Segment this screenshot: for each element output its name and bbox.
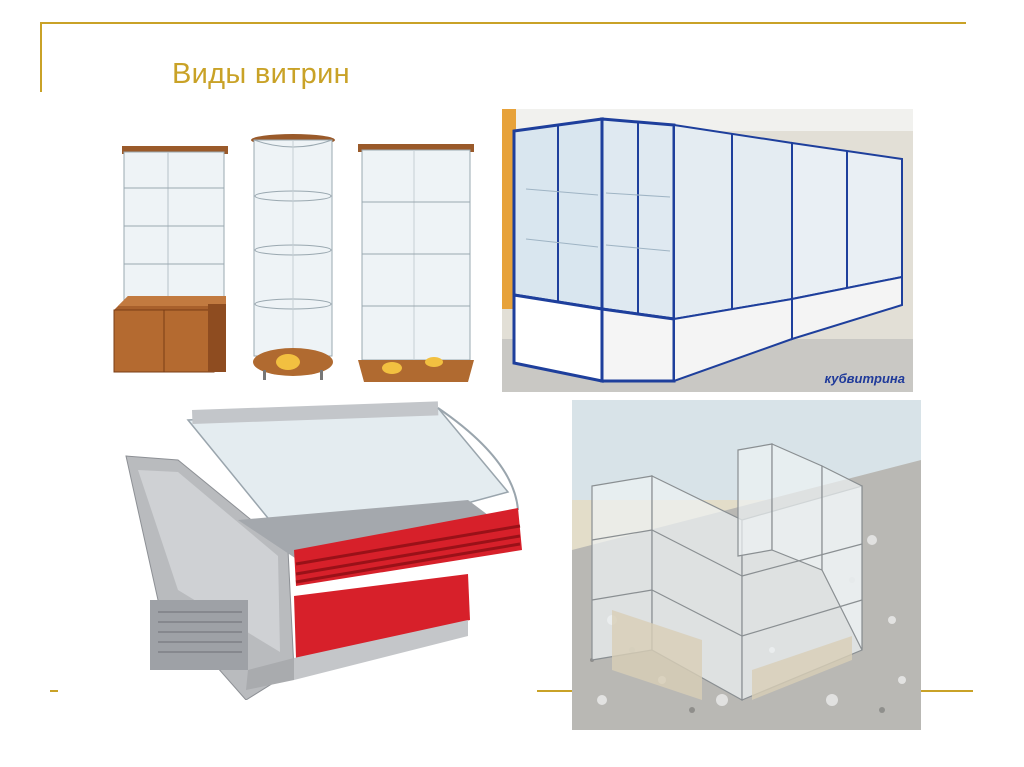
cabinet-square xyxy=(113,146,228,373)
vent-grille xyxy=(150,600,248,670)
image-watermark-caption: кубвитрина xyxy=(824,371,905,386)
cabinet-round xyxy=(251,134,335,380)
refrigerated-display-case-image xyxy=(118,400,533,700)
bottom-right-rule xyxy=(921,690,973,692)
front-module xyxy=(512,117,676,383)
glass-counter-module-image xyxy=(572,400,921,730)
cabinet-tall xyxy=(358,144,474,382)
bottom-left-tick xyxy=(50,690,58,692)
bottom-mid-rule xyxy=(537,690,573,692)
top-rule xyxy=(40,22,966,24)
left-rule xyxy=(40,22,42,92)
glass-showcase-cabinets-image xyxy=(108,130,488,392)
shop-showcase-installation-image: кубвитрина xyxy=(502,109,913,392)
red-front-panel xyxy=(294,508,522,586)
page-title: Виды витрин xyxy=(172,58,350,90)
rear-modules xyxy=(673,123,903,383)
